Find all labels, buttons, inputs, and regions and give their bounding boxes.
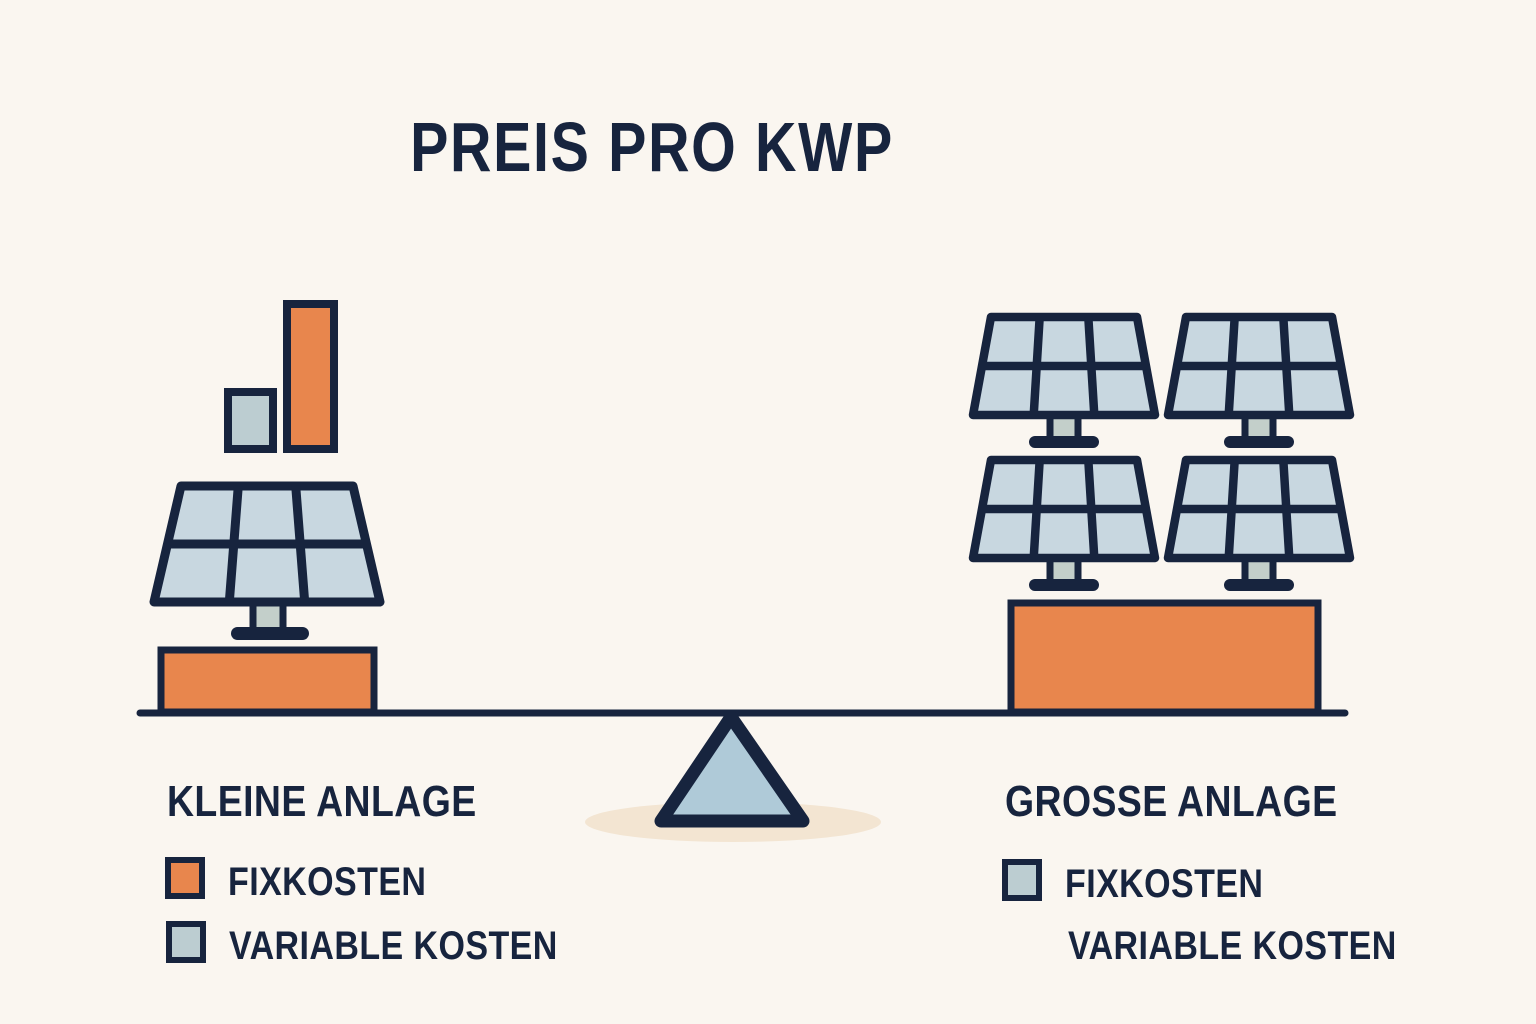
panel-foot [1029,436,1099,448]
right-section-label: GROSSE ANLAGE [1005,777,1338,826]
variable-kosten-bar [224,388,277,453]
panel-foot [1224,436,1294,448]
fixkosten-bar [283,300,338,453]
panel-foot [1224,579,1294,591]
panel-foot [1029,579,1099,591]
fixkosten-block-right [1007,599,1322,716]
legend-item-right-fixkosten: FIXKOSTEN [1002,859,1298,904]
variable-kosten-swatch [166,921,206,963]
panel-grid-lines [982,316,1146,416]
fixkosten-block-left [157,646,378,716]
fixkosten-swatch [1002,859,1042,901]
legend-label: VARIABLE KOSTEN [229,924,558,968]
bar-chart-icon [224,300,338,453]
panel-grid-lines [1177,459,1341,559]
fixkosten-swatch [165,857,205,899]
solar-panel-icon [968,455,1160,591]
left-section-label: KLEINE ANLAGE [167,777,477,826]
page-title: PREIS PRO KWP [410,108,894,186]
solar-panel-icon [1163,455,1355,591]
panel-grid-lines [1177,316,1341,416]
legend-item-left-variable-kosten: VARIABLE KOSTEN [166,921,616,966]
panel-grid-lines [167,485,367,603]
solar-panel-icon [149,481,385,640]
legend-label: FIXKOSTEN [1065,862,1264,906]
legend-item-left-fixkosten: FIXKOSTEN [165,857,461,902]
legend-label: FIXKOSTEN [228,860,427,904]
solar-panel-icon [968,312,1160,448]
solar-panel-icon [1163,312,1355,448]
legend-label: VARIABLE KOSTEN [1068,924,1397,968]
legend-item-right-variable-kosten: VARIABLE KOSTEN [1068,921,1455,966]
panel-foot [231,627,309,640]
panel-grid-lines [982,459,1146,559]
fulcrum-triangle [654,710,810,828]
